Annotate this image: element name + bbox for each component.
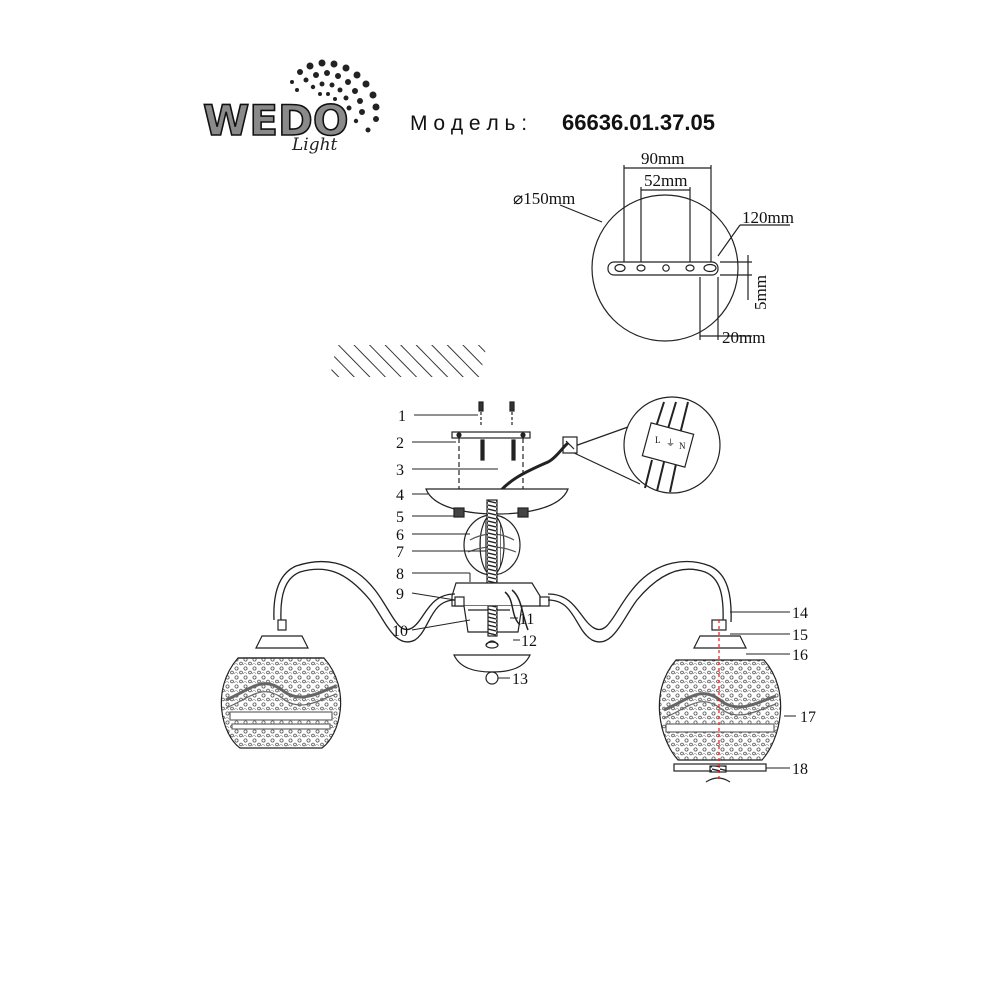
- callout-18: 18: [792, 761, 808, 778]
- part-8-body: [451, 582, 541, 607]
- right-arm-outer: [547, 568, 724, 643]
- callout-4: 4: [396, 487, 404, 504]
- dim-5-label: 5mm: [751, 275, 770, 310]
- callout-8: 8: [396, 566, 404, 583]
- callout-6: 6: [396, 527, 404, 544]
- terminal-wires: [644, 401, 689, 493]
- ceiling-hatch: [329, 345, 487, 377]
- callout-5: 5: [396, 509, 404, 526]
- mounting-bracket-detail: [559, 165, 790, 342]
- part-7-threaded-rod: [486, 499, 498, 585]
- terminal-label-l: L: [655, 435, 661, 445]
- callout-14: 14: [792, 605, 808, 622]
- part-2-bracket: [451, 431, 531, 439]
- terminal-block-detail: [562, 396, 721, 494]
- callout-16: 16: [792, 647, 808, 664]
- callout-7: 7: [396, 544, 404, 561]
- callout-11: 11: [519, 611, 534, 628]
- left-lamp-holder: [255, 635, 309, 649]
- terminal-label-n: N: [679, 441, 686, 451]
- dim-90-label: 90mm: [641, 149, 684, 168]
- lamp-arms: [273, 560, 732, 643]
- part-9-connector: [454, 596, 465, 607]
- callout-leaders: [411, 414, 796, 769]
- logo-dots: [290, 59, 380, 133]
- part-16-lamp-holder: [693, 635, 747, 649]
- model-label: М о д е л ь :: [410, 112, 527, 135]
- brand-logo: WEDO Light: [202, 59, 380, 155]
- central-assembly: [425, 401, 570, 685]
- bracket-slot-right: [703, 263, 717, 273]
- callout-numbers: 1 2 3 4 5 6 7 8 9 10 11 12 13 14 15 16 1…: [392, 408, 816, 778]
- part-17-glass-shade: [658, 659, 782, 761]
- left-arm-inner: [273, 560, 456, 631]
- left-shade-assembly: [220, 619, 342, 749]
- bracket-slot-left: [614, 263, 626, 273]
- callout-15: 15: [792, 627, 808, 644]
- dim-52-label: 52mm: [644, 171, 687, 190]
- callout-13: 13: [512, 671, 528, 688]
- terminal-label-ground: ⏚: [666, 438, 675, 448]
- callout-3: 3: [396, 462, 404, 479]
- callout-12: 12: [521, 633, 537, 650]
- brand-subtitle: Light: [291, 135, 338, 155]
- bracket-hole: [685, 264, 695, 272]
- part-13-finial: [485, 671, 499, 685]
- dim-diameter-label: ⌀150mm: [513, 189, 575, 208]
- callout-17: 17: [800, 709, 816, 726]
- brand-name: WEDO: [203, 96, 349, 145]
- part-5-nut-right: [517, 507, 529, 518]
- callout-2: 2: [396, 435, 404, 452]
- left-arm-outer: [280, 568, 456, 643]
- part-11-wires: [504, 591, 521, 626]
- left-glass-shade: [220, 657, 342, 749]
- part-1-screws: [478, 401, 515, 425]
- callout-9: 9: [396, 586, 404, 603]
- detail-circle: [591, 194, 739, 342]
- part-13-cap: [453, 654, 531, 673]
- dim-120-label: 120mm: [742, 208, 794, 227]
- part-3-wire: [492, 441, 570, 501]
- part-5-nut-left: [453, 507, 465, 518]
- bracket-hole: [636, 264, 646, 272]
- callout-10: 10: [392, 623, 408, 640]
- dim-20-label: 20mm: [722, 328, 765, 347]
- bracket-center-hole: [662, 264, 670, 272]
- callout-1: 1: [398, 408, 406, 425]
- terminal-labels: L ⏚ N: [655, 435, 686, 451]
- model-number: 66636.01.37.05: [562, 110, 715, 135]
- right-shade-assembly: [658, 619, 782, 783]
- right-arm-inner: [547, 560, 732, 631]
